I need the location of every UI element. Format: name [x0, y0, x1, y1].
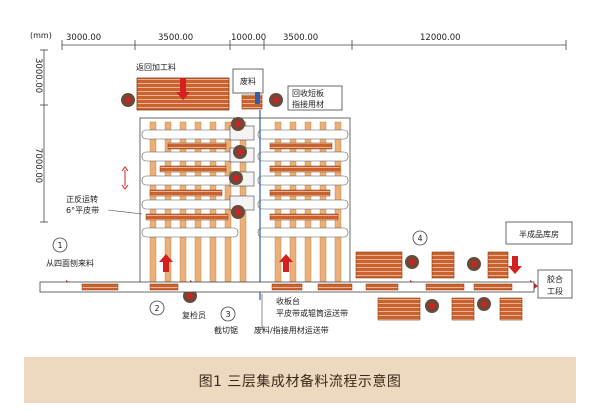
dim-top-4: 3500.00 — [283, 33, 318, 43]
dim-top-1: 3000.00 — [66, 33, 101, 43]
glue-section-box — [537, 269, 573, 299]
glue-label-1: 胶合 — [547, 274, 563, 284]
dim-left-2: 7000.00 — [33, 148, 43, 183]
marker-3-text: 3 — [225, 310, 230, 319]
marker-1 — [52, 237, 68, 253]
marker-4-text: 4 — [417, 234, 422, 243]
collect-label-2: 平皮带或辊筒运送带 — [276, 308, 348, 318]
figure-caption: 图1 三层集成材备料流程示意图 — [198, 374, 402, 390]
recycle-label-2: 指接用材 — [292, 99, 324, 109]
boards-on-rollers — [145, 142, 341, 221]
semi-finished-label: 半成品库房 — [519, 229, 559, 239]
marker-2 — [149, 300, 165, 316]
flip-direction-indicators — [121, 166, 129, 190]
dim-top-2: 3500.00 — [158, 33, 193, 43]
semi-finished-box — [505, 221, 573, 245]
left-dimension-line — [40, 49, 48, 223]
units-label: (mm) — [30, 31, 52, 40]
recycle-box — [287, 85, 343, 111]
lumber-stacks — [355, 251, 523, 321]
flip-label-2: 6°平皮带 — [66, 205, 99, 215]
worker-icons — [121, 93, 491, 313]
collect-label-1: 收板台 — [276, 296, 300, 306]
caption-band: 图1 三层集成材备料流程示意图 — [24, 357, 576, 403]
roller-rows — [141, 129, 349, 238]
top-dimension-line — [61, 40, 567, 50]
waste-label: 废料 — [240, 76, 256, 86]
recycle-label-1: 回收短板 — [292, 88, 324, 98]
from-planer-label: 从四面刨来料 — [46, 258, 94, 268]
waste-box — [232, 68, 264, 94]
dim-left-1: 3000.00 — [33, 58, 43, 93]
flip-label-1: 正反运转 — [66, 194, 98, 204]
dim-top-5: 12000.00 — [420, 33, 461, 43]
inspector-label: 复检员 — [182, 310, 206, 320]
dim-top-3: 1000.00 — [231, 33, 266, 43]
main-conveyor-boards — [81, 283, 513, 291]
marker-4 — [412, 230, 428, 246]
marker-1-text: 1 — [57, 241, 62, 250]
waste-conveyor-label: 废料/指接用材运送带 — [254, 325, 329, 335]
saw-label: 截切锯 — [214, 325, 238, 335]
glue-label-2: 工段 — [547, 286, 563, 296]
marker-2-text: 2 — [154, 304, 159, 313]
marker-3 — [220, 306, 236, 322]
return-processing-label: 返回加工料 — [136, 62, 176, 72]
flip-leader — [107, 209, 143, 215]
recycle-marker — [255, 92, 260, 104]
